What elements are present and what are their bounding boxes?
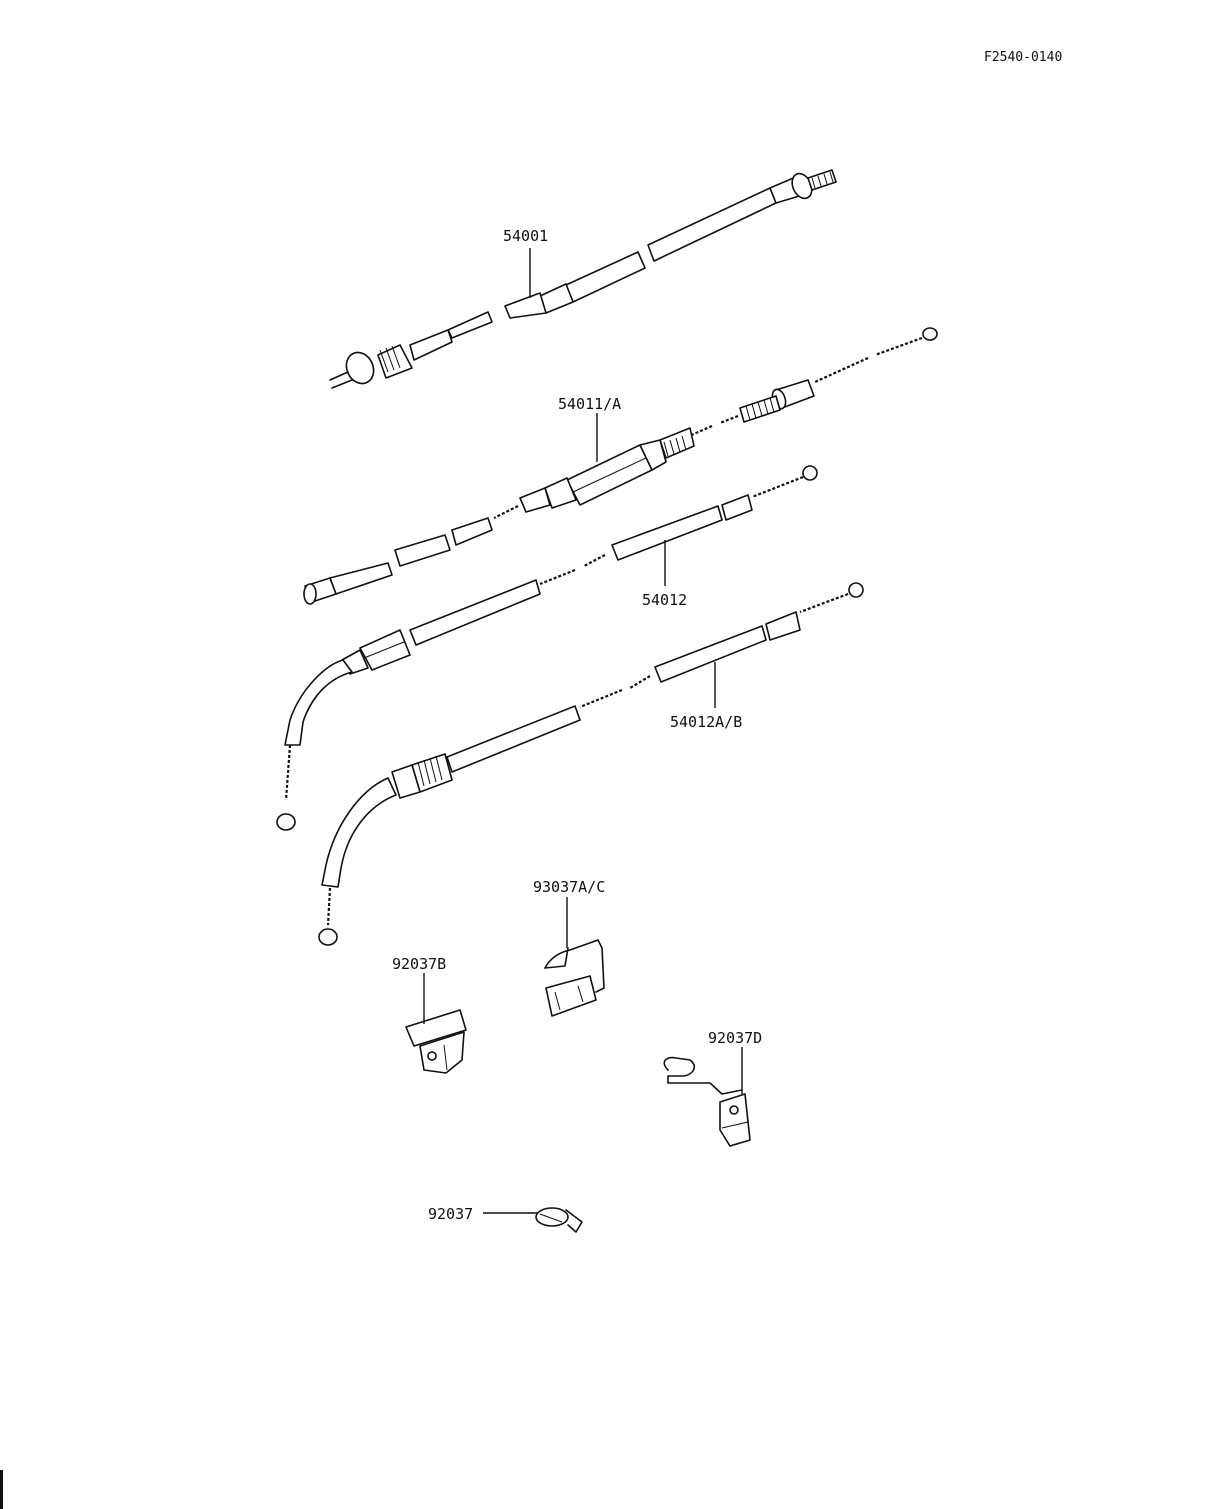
label-54012: 54012 xyxy=(642,591,687,609)
label-92037d: 92037D xyxy=(708,1029,762,1047)
label-54001: 54001 xyxy=(503,227,548,245)
label-54011-a: 54011/A xyxy=(558,395,621,413)
speedometer-cable[interactable] xyxy=(329,169,837,389)
tachometer-cable[interactable] xyxy=(303,327,938,605)
label-54012a-b: 54012A/B xyxy=(670,713,742,731)
bracket-92037d[interactable] xyxy=(663,1056,751,1147)
label-92037: 92037 xyxy=(428,1205,473,1223)
throttle-cable-54012ab[interactable] xyxy=(318,582,864,946)
clamp-92037b[interactable] xyxy=(405,1009,467,1074)
throttle-cable-54012[interactable] xyxy=(276,465,818,831)
label-93037a-c: 93037A/C xyxy=(533,878,605,896)
scan-edge-mark xyxy=(0,1470,3,1509)
label-92037b: 92037B xyxy=(392,955,446,973)
clip-92037[interactable] xyxy=(535,1207,583,1233)
drawing-code: F2540-0140 xyxy=(984,50,1062,65)
clamp-93037ac[interactable] xyxy=(544,939,605,1017)
